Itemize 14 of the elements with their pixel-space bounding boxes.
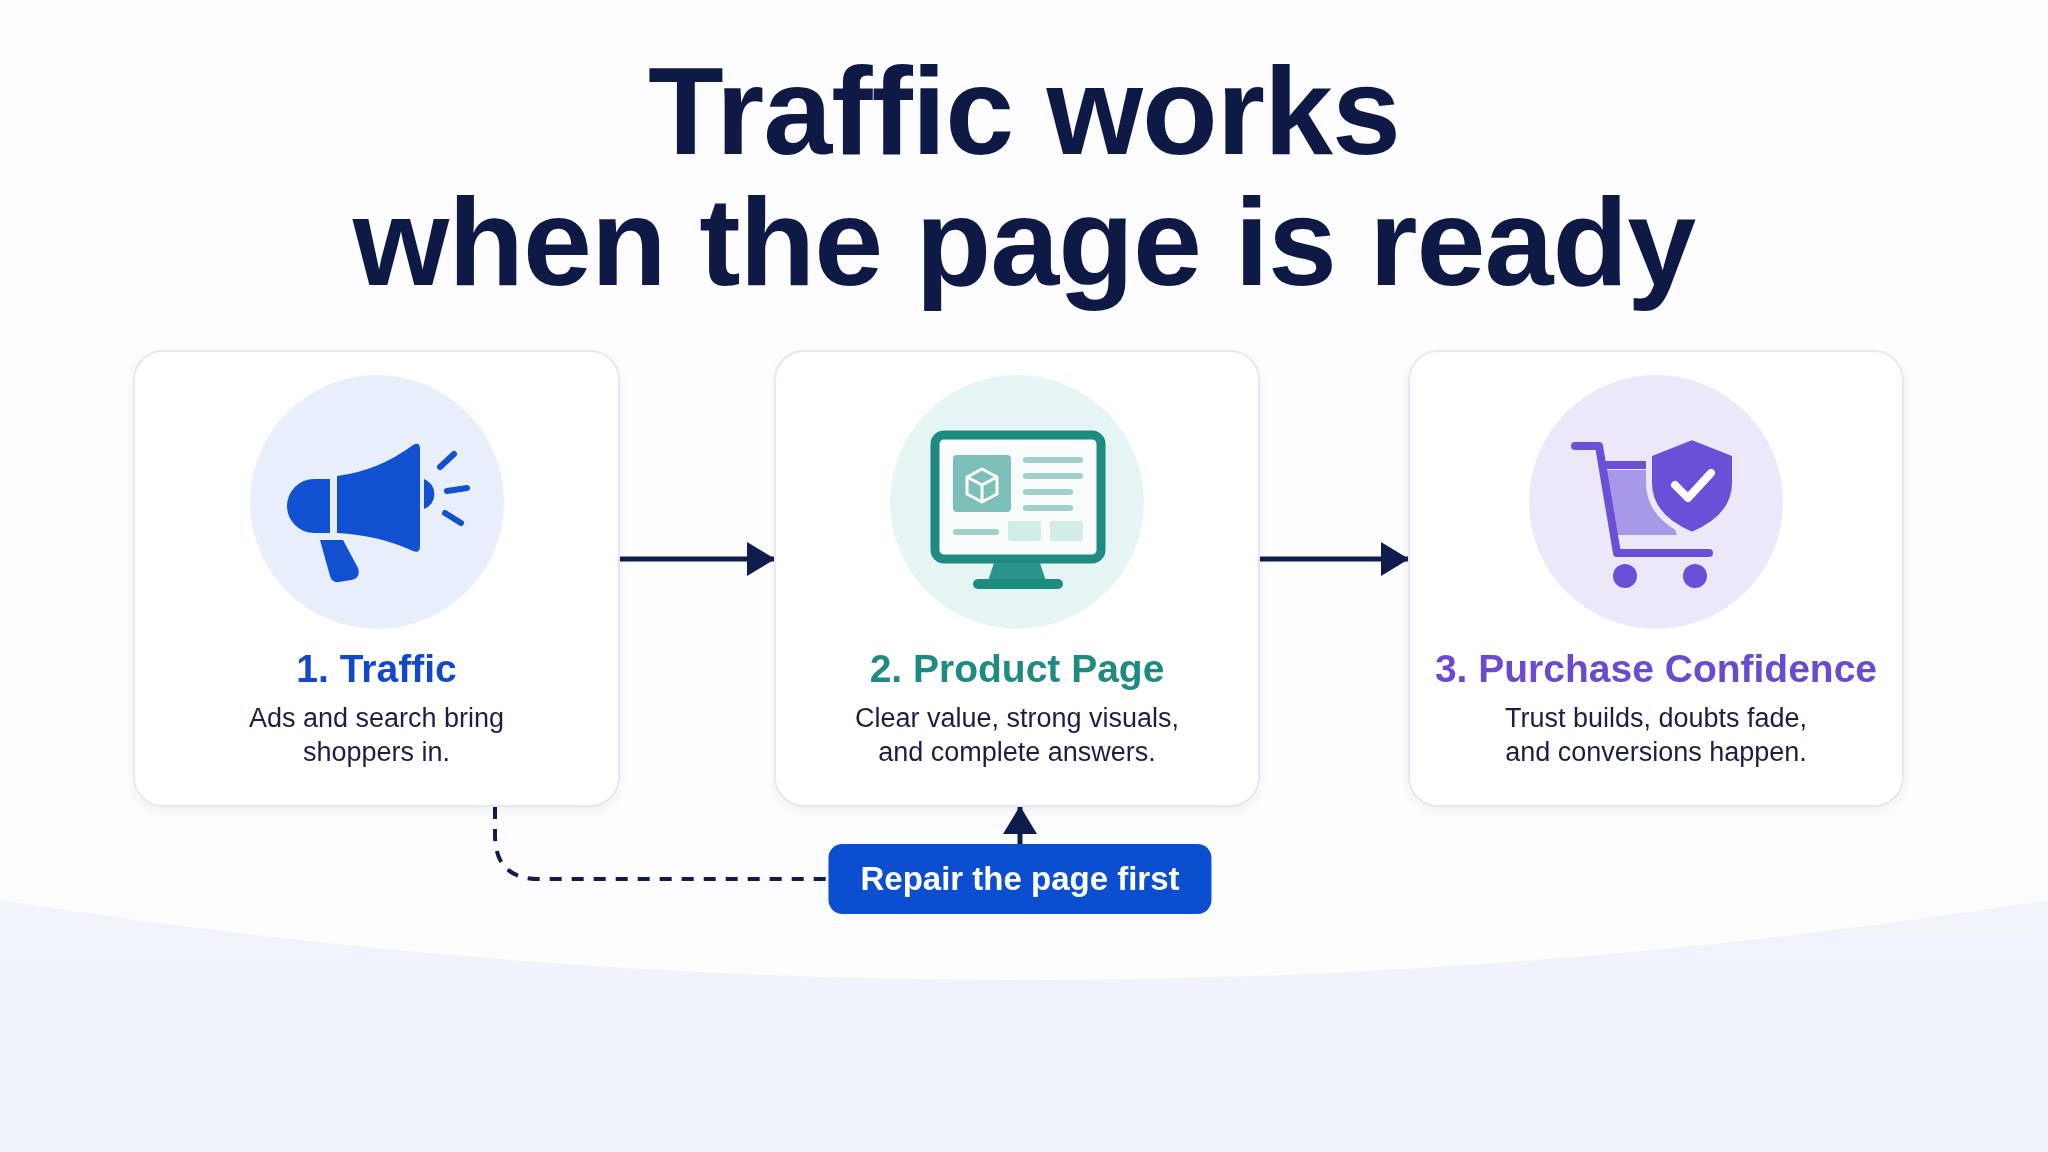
- step-card: [774, 350, 1260, 807]
- step-heading: 3. Purchase Confidence: [1434, 646, 1878, 692]
- step-description: Clear value, strong visuals, and complete answers.: [853, 702, 1181, 769]
- callout-pill: Repair the page first: [828, 844, 1212, 914]
- step-heading: 1. Traffic: [296, 646, 457, 692]
- arrow: [1260, 542, 1409, 576]
- step-description: Ads and search bring shoppers in.: [247, 702, 506, 769]
- step-card: [1408, 350, 1904, 807]
- arrow: [1003, 806, 1037, 844]
- step-card: [133, 350, 620, 807]
- arrow: [620, 542, 775, 576]
- step-description: Trust builds, doubts fade, and conversions happen.: [1503, 702, 1809, 769]
- step-heading: 2. Product Page: [869, 646, 1165, 692]
- dashed-connector: [493, 807, 829, 881]
